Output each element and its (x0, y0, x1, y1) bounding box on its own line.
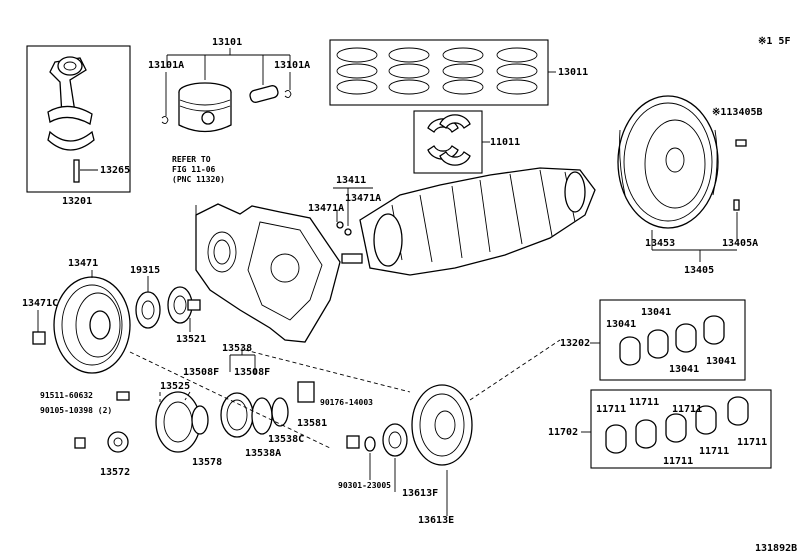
rod-cap (47, 130, 95, 151)
part-label-13572[interactable]: 13572 (100, 467, 131, 478)
plug-13581 (297, 381, 315, 403)
snap-ring-right (284, 89, 292, 99)
part-label-11711-e[interactable]: 11711 (737, 437, 768, 448)
part-label-13411[interactable]: 13411 (336, 175, 367, 186)
part-label-91511-60632[interactable]: 91511-60632 (40, 391, 93, 400)
piston-pin (249, 85, 279, 103)
part-label-13538c[interactable]: 13538C (268, 434, 305, 445)
part-label-13471c[interactable]: 13471C (22, 298, 59, 309)
part-label-13201[interactable]: 13201 (62, 196, 93, 207)
piston-body (178, 92, 232, 133)
part-label-13508f-right[interactable]: 13508F (234, 367, 271, 378)
part-label-11702[interactable]: 11702 (548, 427, 579, 438)
thrust-washer-set (413, 110, 490, 174)
connecting-rod-box (26, 45, 131, 193)
flywheel-pin (733, 199, 740, 211)
part-label-13101[interactable]: 13101 (212, 37, 243, 48)
crank-sprocket (135, 276, 161, 329)
flywheel (617, 95, 719, 229)
part-label-13265[interactable]: 13265 (100, 165, 131, 176)
refer-note-line-2: FIG 11-06 (172, 165, 216, 174)
bearing-box-11702 (590, 389, 772, 469)
balancer-gear-assembly (74, 339, 561, 453)
part-label-13101a-right[interactable]: 13101A (274, 60, 311, 71)
part-label-13471a-top[interactable]: 13471A (345, 193, 382, 204)
bearing-box-13202 (599, 299, 746, 381)
crank-bearing-set (590, 299, 746, 381)
snap-ring-left (161, 115, 169, 125)
piston-ring-set (329, 39, 556, 106)
piston-group (161, 48, 292, 133)
part-label-13613e[interactable]: 13613E (418, 515, 455, 526)
part-label-11711-c[interactable]: 11711 (663, 456, 694, 467)
part-label-13471a-left[interactable]: 13471A (308, 203, 345, 214)
part-label-13578[interactable]: 13578 (192, 457, 223, 468)
part-label-13508f-left[interactable]: 13508F (183, 367, 220, 378)
part-label-13471[interactable]: 13471 (68, 258, 99, 269)
crank-pulley (32, 270, 131, 374)
part-label-11711-f[interactable]: 11711 (672, 404, 703, 415)
ring-box (329, 39, 549, 106)
seal-13613f (382, 423, 408, 457)
crankshaft (333, 167, 596, 276)
part-label-13521[interactable]: 13521 (176, 334, 207, 345)
engine-note: ※1 5F (758, 36, 791, 47)
crank-gear (167, 286, 201, 332)
part-label-13453[interactable]: 13453 (645, 238, 676, 249)
part-label-13041-b[interactable]: 13041 (641, 307, 672, 318)
part-label-13538[interactable]: 13538 (222, 343, 253, 354)
connecting-rod-group (26, 45, 131, 193)
part-label-11711-a[interactable]: 11711 (596, 404, 627, 415)
part-label-90301-23005[interactable]: 90301-23005 (338, 481, 391, 490)
flywheel-group (617, 95, 747, 262)
part-label-11011[interactable]: 11011 (490, 137, 521, 148)
part-label-13011[interactable]: 13011 (558, 67, 589, 78)
part-label-13613f[interactable]: 13613F (402, 488, 439, 499)
flywheel-bolt (735, 139, 747, 147)
part-label-13101a-left[interactable]: 13101A (148, 60, 185, 71)
part-label-13202[interactable]: 13202 (560, 338, 591, 349)
part-label-90105-10398[interactable]: 90105-10398 (2) (40, 406, 113, 415)
crank-nose (341, 253, 363, 264)
part-label-13538a[interactable]: 13538A (245, 448, 282, 459)
part-label-13581[interactable]: 13581 (297, 418, 328, 429)
pulley-bolt (32, 331, 46, 345)
part-label-13405[interactable]: 13405 (684, 265, 715, 276)
rod-bolt-13265 (73, 159, 80, 183)
part-label-13041-d[interactable]: 13041 (706, 356, 737, 367)
part-label-19315[interactable]: 19315 (130, 265, 161, 276)
part-label-90176-14003[interactable]: 90176-14003 (320, 398, 373, 407)
damper-pulley (346, 384, 473, 516)
figure-id: 131892B (755, 543, 798, 554)
part-label-13525[interactable]: 13525 (160, 381, 191, 392)
rod-big-end (47, 105, 93, 125)
part-label-13405a[interactable]: 13405A (722, 238, 759, 249)
part-label-13405b[interactable]: ※113405B (712, 107, 763, 118)
washer-13572 (107, 431, 129, 453)
plug-90176 (346, 435, 360, 449)
timing-cover (195, 203, 341, 343)
part-label-13041-c[interactable]: 13041 (669, 364, 700, 375)
refer-note-line-1: REFER TO (172, 155, 211, 164)
refer-note-line-3: (PNC 11320) (172, 175, 225, 184)
part-label-11711-d[interactable]: 11711 (699, 446, 730, 457)
part-label-11711-b[interactable]: 11711 (629, 397, 660, 408)
conrod-bearing-set (581, 389, 772, 469)
part-label-13041-a[interactable]: 13041 (606, 319, 637, 330)
